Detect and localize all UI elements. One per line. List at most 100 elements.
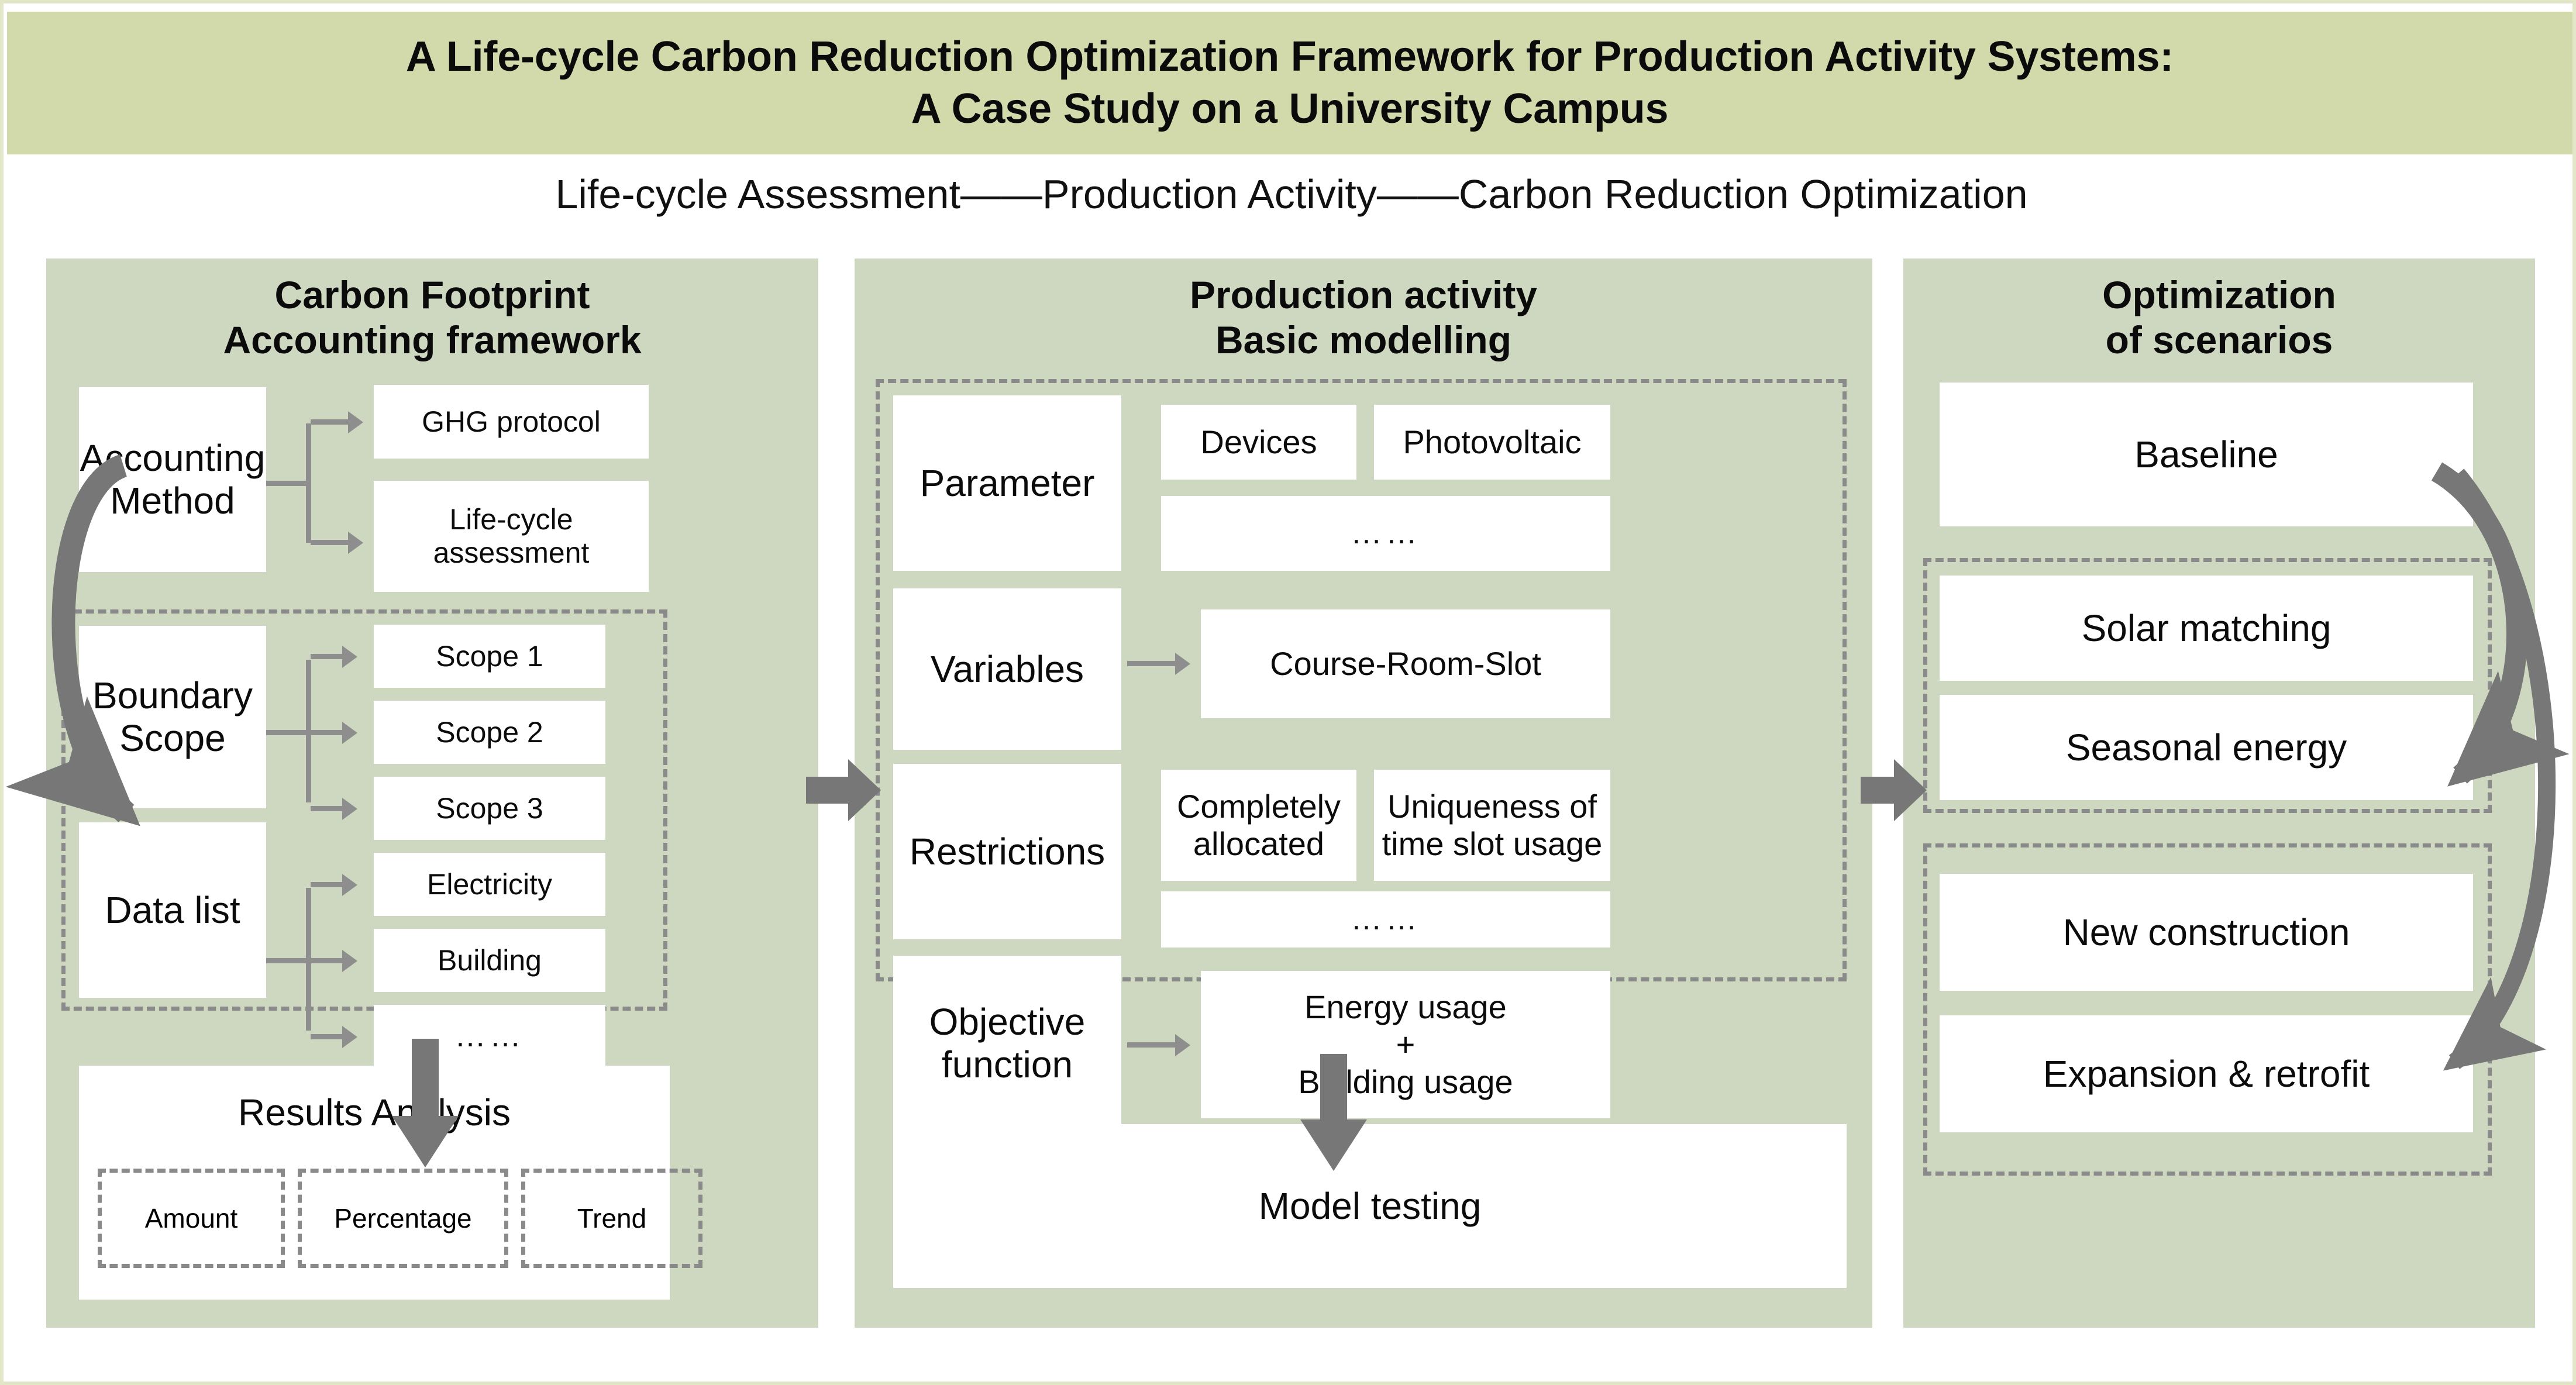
left-title-line-1: Carbon Footprint xyxy=(274,273,590,316)
connector-boundary-to-scope1 xyxy=(311,654,343,659)
label-percentage-wrap[interactable]: Percentage xyxy=(298,1169,508,1268)
ellipsis-label: …… xyxy=(1351,901,1421,937)
connector-boundary-to-scope3 xyxy=(311,806,343,811)
box-restrictions[interactable]: Restrictions xyxy=(893,764,1121,939)
arrow-right-icon xyxy=(348,532,363,554)
arrow-right-icon xyxy=(342,646,357,668)
connector-method-vertical-up xyxy=(306,423,311,484)
box-model-testing[interactable]: Model testing xyxy=(893,1124,1847,1288)
figure-header: A Life-cycle Carbon Reduction Optimizati… xyxy=(7,12,2572,154)
label-amount: Amount xyxy=(144,1203,238,1234)
label-trend: Trend xyxy=(577,1203,647,1234)
objective-expr-line-2: + xyxy=(1396,1026,1416,1063)
ellipsis-label: …… xyxy=(1351,515,1421,551)
figure-title-line-2: A Case Study on a University Campus xyxy=(911,85,1669,132)
box-parameter[interactable]: Parameter xyxy=(893,395,1121,571)
left-column-title: Carbon Footprint Accounting framework xyxy=(46,273,818,363)
box-seasonal-energy[interactable]: Seasonal energy xyxy=(1940,695,2473,800)
box-photovoltaic[interactable]: Photovoltaic xyxy=(1374,405,1610,480)
connector-boundary-vertical-down xyxy=(306,730,311,802)
box-restrictions-ellipsis[interactable]: …… xyxy=(1161,891,1610,948)
arrow-right-icon xyxy=(342,722,357,744)
uniqueness-line-2: time slot usage xyxy=(1382,825,1603,862)
box-objective-expression[interactable]: Energy usage + Building usage xyxy=(1201,971,1610,1118)
connector-objective-to-expression xyxy=(1127,1042,1176,1048)
box-baseline[interactable]: Baseline xyxy=(1940,383,2473,526)
completely-allocated-line-2: allocated xyxy=(1193,825,1325,862)
ellipsis-label: …… xyxy=(454,1018,525,1054)
middle-title-line-2: Basic modelling xyxy=(1215,318,1512,362)
objective-expr-line-3: Building usage xyxy=(1298,1063,1513,1100)
figure-title-line-1: A Life-cycle Carbon Reduction Optimizati… xyxy=(405,33,2174,81)
boundary-scope-line-2: Scope xyxy=(119,717,226,759)
box-parameter-ellipsis[interactable]: …… xyxy=(1161,496,1610,571)
box-objective-function[interactable]: Objective function xyxy=(893,956,1121,1131)
connector-datalist-to-building xyxy=(311,958,343,963)
connector-datalist-stem xyxy=(266,958,309,963)
box-scope-3[interactable]: Scope 3 xyxy=(374,777,605,840)
box-accounting-method[interactable]: Accounting Method xyxy=(79,387,266,572)
box-uniqueness-time-slot[interactable]: Uniqueness of time slot usage xyxy=(1374,770,1610,881)
box-scope-1[interactable]: Scope 1 xyxy=(374,625,605,688)
accounting-method-line-1: Accounting xyxy=(80,437,266,480)
box-electricity[interactable]: Electricity xyxy=(374,853,605,916)
box-scope-2[interactable]: Scope 2 xyxy=(374,701,605,764)
label-trend-wrap[interactable]: Trend xyxy=(521,1169,702,1268)
arrow-right-icon xyxy=(342,950,357,972)
left-title-line-2: Accounting framework xyxy=(223,318,642,362)
accounting-method-line-2: Method xyxy=(110,480,235,522)
results-analysis-title: Results Analysis xyxy=(238,1091,511,1134)
connector-method-to-ghg xyxy=(311,419,349,425)
box-results-analysis[interactable]: Results Analysis xyxy=(79,1066,670,1300)
objective-expr-line-1: Energy usage xyxy=(1304,988,1507,1026)
boundary-scope-line-1: Boundary xyxy=(92,674,253,717)
arrow-right-icon xyxy=(342,1026,357,1048)
box-data-ellipsis[interactable]: …… xyxy=(374,1005,605,1068)
arrow-right-icon xyxy=(1175,653,1190,675)
box-course-room-slot[interactable]: Course-Room-Slot xyxy=(1201,609,1610,718)
uniqueness-line-1: Uniqueness of xyxy=(1387,788,1597,825)
box-data-list[interactable]: Data list xyxy=(79,822,266,998)
arrow-right-icon xyxy=(1175,1034,1190,1056)
connector-method-stem xyxy=(266,481,309,486)
connector-boundary-stem xyxy=(266,730,309,735)
label-percentage: Percentage xyxy=(334,1203,472,1234)
box-variables[interactable]: Variables xyxy=(893,588,1121,750)
arrow-right-icon xyxy=(342,798,357,820)
connector-boundary-vertical-up xyxy=(306,660,311,732)
box-life-cycle-assessment[interactable]: Life-cycle assessment xyxy=(374,481,649,592)
connector-datalist-to-electricity xyxy=(311,882,343,887)
box-solar-matching[interactable]: Solar matching xyxy=(1940,576,2473,681)
box-completely-allocated[interactable]: Completely allocated xyxy=(1161,770,1356,881)
box-boundary-scope[interactable]: Boundary Scope xyxy=(79,626,266,808)
connector-datalist-to-ellipsis xyxy=(311,1034,343,1039)
middle-title-line-1: Production activity xyxy=(1189,273,1538,316)
figure-subtitle: Life-cycle Assessment——Production Activi… xyxy=(555,171,2028,217)
right-title-line-2: of scenarios xyxy=(2105,318,2333,362)
lca-line-1: Life-cycle xyxy=(449,503,573,536)
panel-production-activity: Production activity Basic modelling Para… xyxy=(855,259,1872,1328)
label-amount-wrap[interactable]: Amount xyxy=(98,1169,285,1268)
panel-carbon-footprint: Carbon Footprint Accounting framework Ac… xyxy=(46,259,818,1328)
box-ghg-protocol[interactable]: GHG protocol xyxy=(374,385,649,459)
panel-optimization-scenarios: Optimization of scenarios Baseline Solar… xyxy=(1903,259,2535,1328)
lca-line-2: assessment xyxy=(433,536,590,569)
connector-boundary-to-scope2 xyxy=(311,730,343,735)
arrow-right-icon xyxy=(348,411,363,433)
objective-function-line-2: function xyxy=(941,1043,1073,1086)
connector-datalist-vertical-down xyxy=(306,958,311,1031)
connector-datalist-vertical-up xyxy=(306,888,311,960)
box-new-construction[interactable]: New construction xyxy=(1940,874,2473,991)
box-expansion-retrofit[interactable]: Expansion & retrofit xyxy=(1940,1015,2473,1132)
box-building[interactable]: Building xyxy=(374,929,605,992)
connector-method-vertical-down xyxy=(306,481,311,543)
middle-column-title: Production activity Basic modelling xyxy=(855,273,1872,363)
connector-method-to-lca xyxy=(311,540,349,545)
right-column-title: Optimization of scenarios xyxy=(1903,273,2535,363)
objective-function-line-1: Objective xyxy=(929,1001,1086,1043)
arrow-right-icon xyxy=(342,874,357,896)
connector-variables-to-crs xyxy=(1127,661,1176,666)
box-devices[interactable]: Devices xyxy=(1161,405,1356,480)
completely-allocated-line-1: Completely xyxy=(1176,788,1341,825)
